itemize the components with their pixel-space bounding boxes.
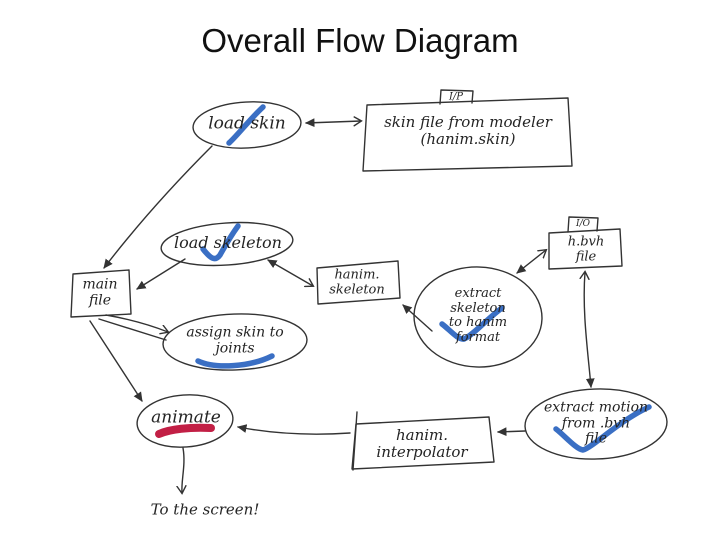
main-file-label: main file xyxy=(82,276,118,308)
arrow-extract-motion-interpolator xyxy=(497,427,526,437)
load-skin-label: load skin xyxy=(208,113,286,134)
arrow-animate-to-screen xyxy=(182,447,184,493)
skin-file-io-tab-label: I/P xyxy=(448,91,464,103)
highlight-icon-animate xyxy=(155,423,215,438)
main-file-box xyxy=(70,269,132,318)
hanim-interpolator-label: hanim. interpolator xyxy=(376,426,468,461)
page-title: Overall Flow Diagram xyxy=(201,22,519,59)
arrow-load-skeleton-hanim-skeleton xyxy=(268,259,313,286)
extract-motion-label: extract motion from .bvh file xyxy=(543,399,649,447)
check-mark-icon-extract-skeleton xyxy=(439,305,505,342)
assign-skin-ellipse xyxy=(162,313,308,371)
arrow-load-skin-main-file xyxy=(103,145,213,269)
hanim-interpolator-box-stroke xyxy=(352,411,358,471)
assign-skin-label: assign skin to joints xyxy=(186,324,284,356)
arrow-main-file-assign-skin-b xyxy=(105,314,168,332)
hanim-skeleton-box xyxy=(316,260,401,305)
arrow-main-file-animate xyxy=(89,320,143,402)
hbvh-io-tab-label: I/O xyxy=(576,218,590,229)
arrow-load-skeleton-main-file xyxy=(136,258,186,290)
extract-motion-ellipse xyxy=(524,388,668,460)
arrow-load-skin-skin-file xyxy=(306,121,361,123)
arrow-hbvh-file-extract-motion xyxy=(584,272,591,387)
animate-ellipse xyxy=(136,394,234,448)
hbvh-file-label: h.bvh file xyxy=(567,234,605,264)
arrow-main-file-assign-skin-a xyxy=(98,318,167,341)
hbvh-io-tab xyxy=(567,216,599,233)
hanim-skeleton-label: hanim. skeleton xyxy=(329,267,385,297)
underline-icon-assign-skin xyxy=(195,353,275,369)
extract-skeleton-label: extract skeleton to hanim format xyxy=(448,285,508,345)
to-screen-label: To the screen! xyxy=(150,500,260,519)
skin-file-io-tab xyxy=(439,89,474,105)
hanim-interpolator-box xyxy=(351,416,495,470)
arrow-extract-skeleton-hbvh-file xyxy=(517,250,546,274)
check-mark-icon-load-skeleton xyxy=(200,223,241,262)
hbvh-file-box xyxy=(548,228,623,270)
arrow-extract-skeleton-hanim-skeleton xyxy=(402,304,433,332)
check-mark-icon-extract-motion xyxy=(553,404,652,453)
check-mark-icon-load-skin xyxy=(226,104,266,146)
skin-file-label: skin file from modeler (hanim.skin) xyxy=(384,113,552,148)
load-skin-ellipse xyxy=(192,101,302,149)
load-skeleton-label: load skeleton xyxy=(174,233,282,253)
load-skeleton-ellipse xyxy=(160,221,294,267)
arrow-interpolator-animate xyxy=(237,424,351,435)
animate-label: animate xyxy=(151,407,221,428)
skin-file-box xyxy=(362,97,573,172)
